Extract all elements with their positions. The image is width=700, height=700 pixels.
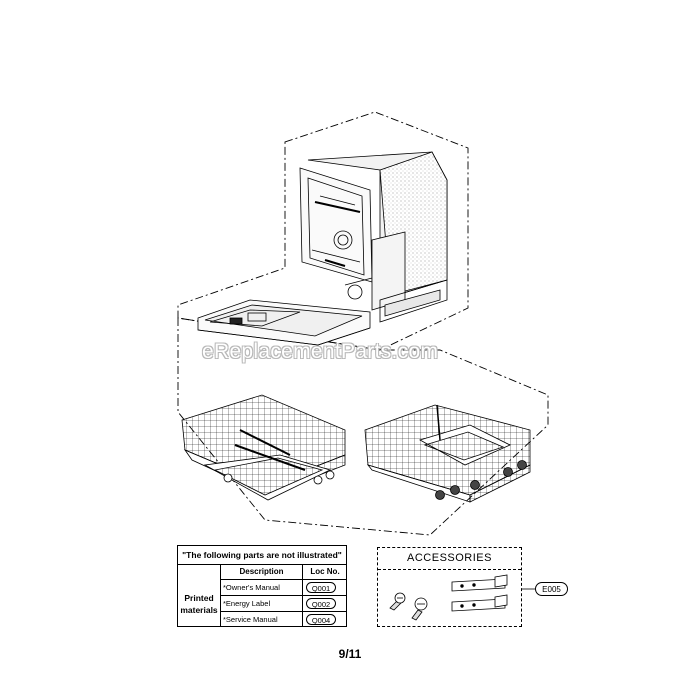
accessory-brackets [451,574,508,612]
tub-group-boundary [177,111,469,351]
dishwasher-tub [197,151,448,346]
table-heading: "The following parts are not illustrated… [178,546,346,565]
accessories-callout: E005 [535,582,568,596]
column-header-loc: Loc No. [310,567,340,576]
accessories-separator [378,569,521,570]
table-row-loc: Q001 [306,582,336,593]
table-row-description: *Energy Label [223,599,271,608]
watermark-text: eReplacementParts.com [202,340,439,363]
table-row-loc: Q004 [306,614,336,625]
table-row-loc: Q002 [306,598,336,609]
table-divider [220,595,347,596]
not-illustrated-parts-table: "The following parts are not illustrated… [177,545,347,627]
accessories-box: ACCESSORIES [377,547,522,627]
upper-rack [181,394,346,501]
page-number: 9/11 [338,647,362,661]
group-label: Printed materials [180,593,218,615]
table-divider [220,579,347,580]
accessories-title: ACCESSORIES [407,552,492,564]
accessory-screws [389,592,428,621]
table-divider [220,611,347,612]
column-header-description: Description [239,567,284,576]
table-row-description: *Service Manual [223,615,278,624]
lower-rack [364,404,531,503]
table-row-description: *Owner's Manual [223,583,280,592]
